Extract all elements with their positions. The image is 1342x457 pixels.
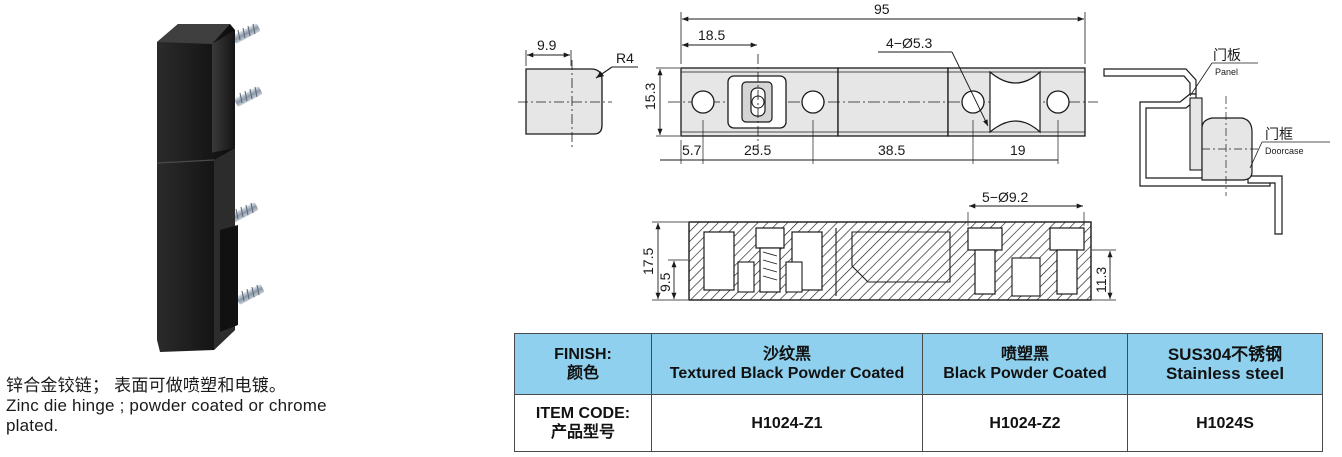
dim-seg3: 38.5 — [878, 142, 905, 158]
top-view: 95 18.5 4−Ø5.3 15.3 5.7 25.5 38.5 19 — [642, 1, 1098, 164]
hinge-product-image — [156, 23, 265, 352]
item-code-1: H1024-Z1 — [651, 394, 923, 452]
dim-counterbores: 5−Ø9.2 — [982, 189, 1029, 205]
finish-option-3: SUS304不锈钢 Stainless steel — [1127, 333, 1323, 395]
finish-option-1-en: Textured Black Powder Coated — [669, 365, 905, 382]
item-code-row: ITEM CODE: 产品型号 H1024-Z1 H1024-Z2 H1024S — [514, 394, 1323, 452]
dim-hole-offset: 18.5 — [698, 27, 725, 43]
code-label-cn: 产品型号 — [550, 424, 615, 441]
finish-option-2: 喷塑黑 Black Powder Coated — [922, 333, 1128, 395]
stud-bolts — [230, 23, 265, 305]
description-en-2: plated. — [6, 416, 59, 435]
item-code-3: H1024S — [1127, 394, 1323, 452]
panel-label-cn: 门板 — [1213, 47, 1241, 63]
dim-end-width: 9.9 — [537, 37, 557, 53]
dim-seg2: 25.5 — [744, 142, 771, 158]
item-code-header: ITEM CODE: 产品型号 — [514, 394, 652, 452]
section-view: 5−Ø9.2 17.5 9.5 11.3 — [640, 189, 1116, 301]
install-diagram: 门板 Panel 门框 Doorcase — [1103, 47, 1330, 235]
finish-option-2-cn: 喷塑黑 — [1000, 346, 1049, 363]
finish-header: FINISH: 颜色 — [514, 333, 652, 395]
description-en-1: Zinc die hinge ; powder coated or chrome — [6, 396, 327, 415]
dim-section-low: 9.5 — [657, 272, 673, 292]
dim-seg4: 19 — [1010, 142, 1026, 158]
dim-section-height: 17.5 — [640, 248, 656, 275]
finish-option-2-en: Black Powder Coated — [943, 365, 1107, 382]
finish-label-en: FINISH: — [554, 346, 612, 363]
finish-row: FINISH: 颜色 沙纹黑 Textured Black Powder Coa… — [514, 333, 1323, 395]
finish-option-3-en: Stainless steel — [1165, 364, 1285, 383]
dim-section-right: 11.3 — [1093, 267, 1109, 293]
dim-holes: 4−Ø5.3 — [886, 35, 933, 51]
dim-seg1: 5.7 — [682, 142, 702, 158]
dim-overall-length: 95 — [874, 1, 890, 17]
item-code-2: H1024-Z2 — [922, 394, 1128, 452]
dim-height: 15.3 — [642, 83, 658, 110]
dim-radius: R4 — [616, 50, 634, 66]
end-view: 9.9 R4 — [518, 37, 638, 148]
description-cn: 锌合金铰链； 表面可做喷塑和电镀。 — [6, 376, 287, 395]
finish-table: FINISH: 颜色 沙纹黑 Textured Black Powder Coa… — [514, 333, 1323, 452]
finish-label-cn: 颜色 — [566, 365, 599, 382]
frame-label-en: Doorcase — [1265, 146, 1304, 156]
frame-label-cn: 门框 — [1265, 126, 1293, 142]
code-label-en: ITEM CODE: — [535, 405, 631, 422]
finish-option-3-cn: SUS304不锈钢 — [1167, 345, 1283, 364]
product-description: 锌合金铰链； 表面可做喷塑和电镀。 Zinc die hinge ; powde… — [6, 376, 476, 436]
panel-label-en: Panel — [1215, 67, 1238, 77]
finish-option-1-cn: 沙纹黑 — [762, 346, 811, 363]
finish-option-1: 沙纹黑 Textured Black Powder Coated — [651, 333, 923, 395]
